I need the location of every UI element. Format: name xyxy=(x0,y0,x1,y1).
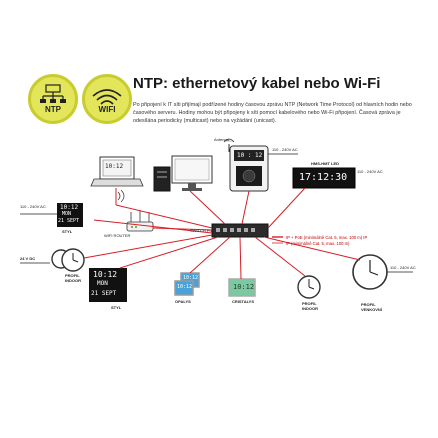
styl-top-time: 10:12 xyxy=(60,204,79,211)
styl-bottom-day: MON xyxy=(97,280,108,287)
page-title: NTP: ethernetový kabel nebo Wi-Fi xyxy=(133,75,381,92)
right-power-label: 110 - 240V AC xyxy=(390,265,416,270)
master-screen-time: 10 : 12 xyxy=(237,152,263,159)
router-label: WIFI ROUTER xyxy=(104,233,131,238)
legend-ip: IP (minimálně Cat. 5, max. 100 m) xyxy=(286,241,350,246)
dc-power-label: 24 V DC xyxy=(20,256,36,261)
network-links xyxy=(83,187,361,280)
styl-bottom-label: STYL xyxy=(111,305,122,310)
cristalys-label: CRISTALYS xyxy=(232,299,255,304)
pc-monitor-icon xyxy=(171,155,213,191)
network-icon xyxy=(40,84,66,103)
styl-bottom-time: 10:12 xyxy=(93,270,118,279)
laptop-icon xyxy=(90,156,144,187)
profil-left-label: PROFIL INDOOR xyxy=(65,273,81,283)
antenna-label: Antenna xyxy=(214,137,229,142)
profil-indoor-label: PROFIL INDOOR xyxy=(302,301,318,311)
opalys-display-2 xyxy=(174,280,194,296)
hms-led-label: HMS-HMT LED xyxy=(311,161,339,166)
ntp-badge-label: NTP xyxy=(45,105,61,114)
pc-screen-time: 10:12 xyxy=(105,163,124,170)
antenna-icon xyxy=(223,138,235,152)
switch-poe-icon xyxy=(211,223,269,238)
wifi-wave-icon xyxy=(117,189,125,203)
ntp-badge: NTP xyxy=(28,74,78,124)
legend-poe: IP + PoE (minimálně Cat. 5, max. 100 m) … xyxy=(286,235,368,240)
wifi-icon xyxy=(92,89,122,105)
styl-top-date: 21 SEPT xyxy=(58,218,80,224)
opalys-label: OPALYS xyxy=(175,299,191,304)
hms-led-display xyxy=(292,167,356,189)
styl-top-power-label: 110 - 240V AC xyxy=(20,204,46,209)
opalys-time-2: 10:12 xyxy=(177,284,193,290)
profil-venkovni-label: PROFIL VENKOVNÍ xyxy=(361,302,382,312)
master-power-label: 110 - 240V AC xyxy=(272,147,298,152)
cristalys-time: 10:12 xyxy=(233,283,255,291)
page-description: Po připojení k IT síti přijímají podříze… xyxy=(133,102,412,124)
styl-bottom-display xyxy=(89,268,127,302)
styl-top-label: STYL xyxy=(62,229,73,234)
styl-top-day: MON xyxy=(62,211,72,217)
pc-tower-icon xyxy=(153,166,171,192)
switch-label: SWITCH PoE xyxy=(190,228,215,233)
analog-clock-profil-indoor xyxy=(297,275,321,299)
styl-bottom-date: 21 SEPT xyxy=(91,290,117,297)
hms-led-time: 17:12:30 xyxy=(299,172,348,183)
master-clock-icon xyxy=(229,145,269,192)
cristalys-display xyxy=(228,278,256,297)
analog-clock-left xyxy=(51,248,85,272)
styl-top-display xyxy=(57,203,83,227)
wifi-badge: WIFI xyxy=(82,74,132,124)
opalys-time-1: 10:12 xyxy=(183,275,199,281)
analog-clock-profil-venkovni xyxy=(352,254,388,290)
hms-power-label: 110 - 240V AC xyxy=(357,169,383,174)
wifi-badge-label: WIFI xyxy=(98,105,116,114)
